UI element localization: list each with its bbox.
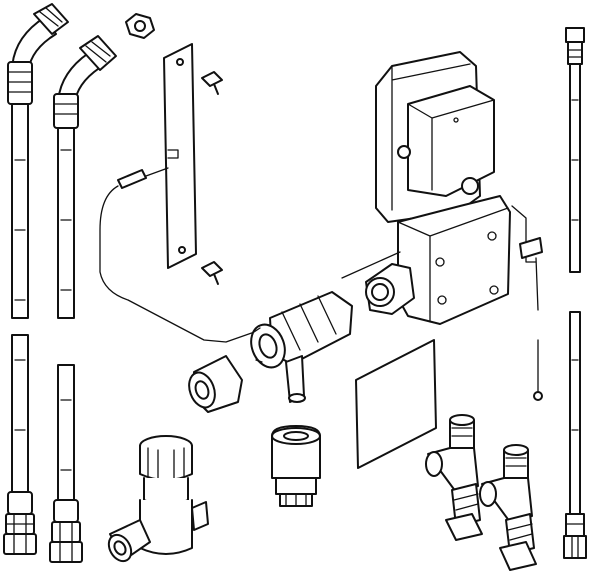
sensor-cable — [99, 167, 261, 343]
thermostatic-mixer — [107, 435, 209, 563]
braided-hose-left-short — [49, 35, 117, 563]
protective-film — [355, 339, 437, 469]
valve-connector — [250, 291, 353, 403]
cap-nut — [125, 13, 155, 39]
tee-fitting-left — [425, 414, 483, 541]
control-box — [375, 51, 495, 223]
braided-hose-right — [563, 27, 587, 559]
plate-screw-top — [201, 71, 223, 95]
strainer-insert — [271, 425, 321, 507]
braided-hose-left-long — [3, 3, 69, 555]
plate-screw-bottom — [201, 261, 223, 285]
nipple-adapter — [188, 355, 243, 413]
electrode-wire — [511, 205, 543, 401]
mounting-plate — [163, 43, 197, 269]
tee-fitting-right — [479, 444, 537, 571]
solenoid-valve — [341, 195, 511, 325]
